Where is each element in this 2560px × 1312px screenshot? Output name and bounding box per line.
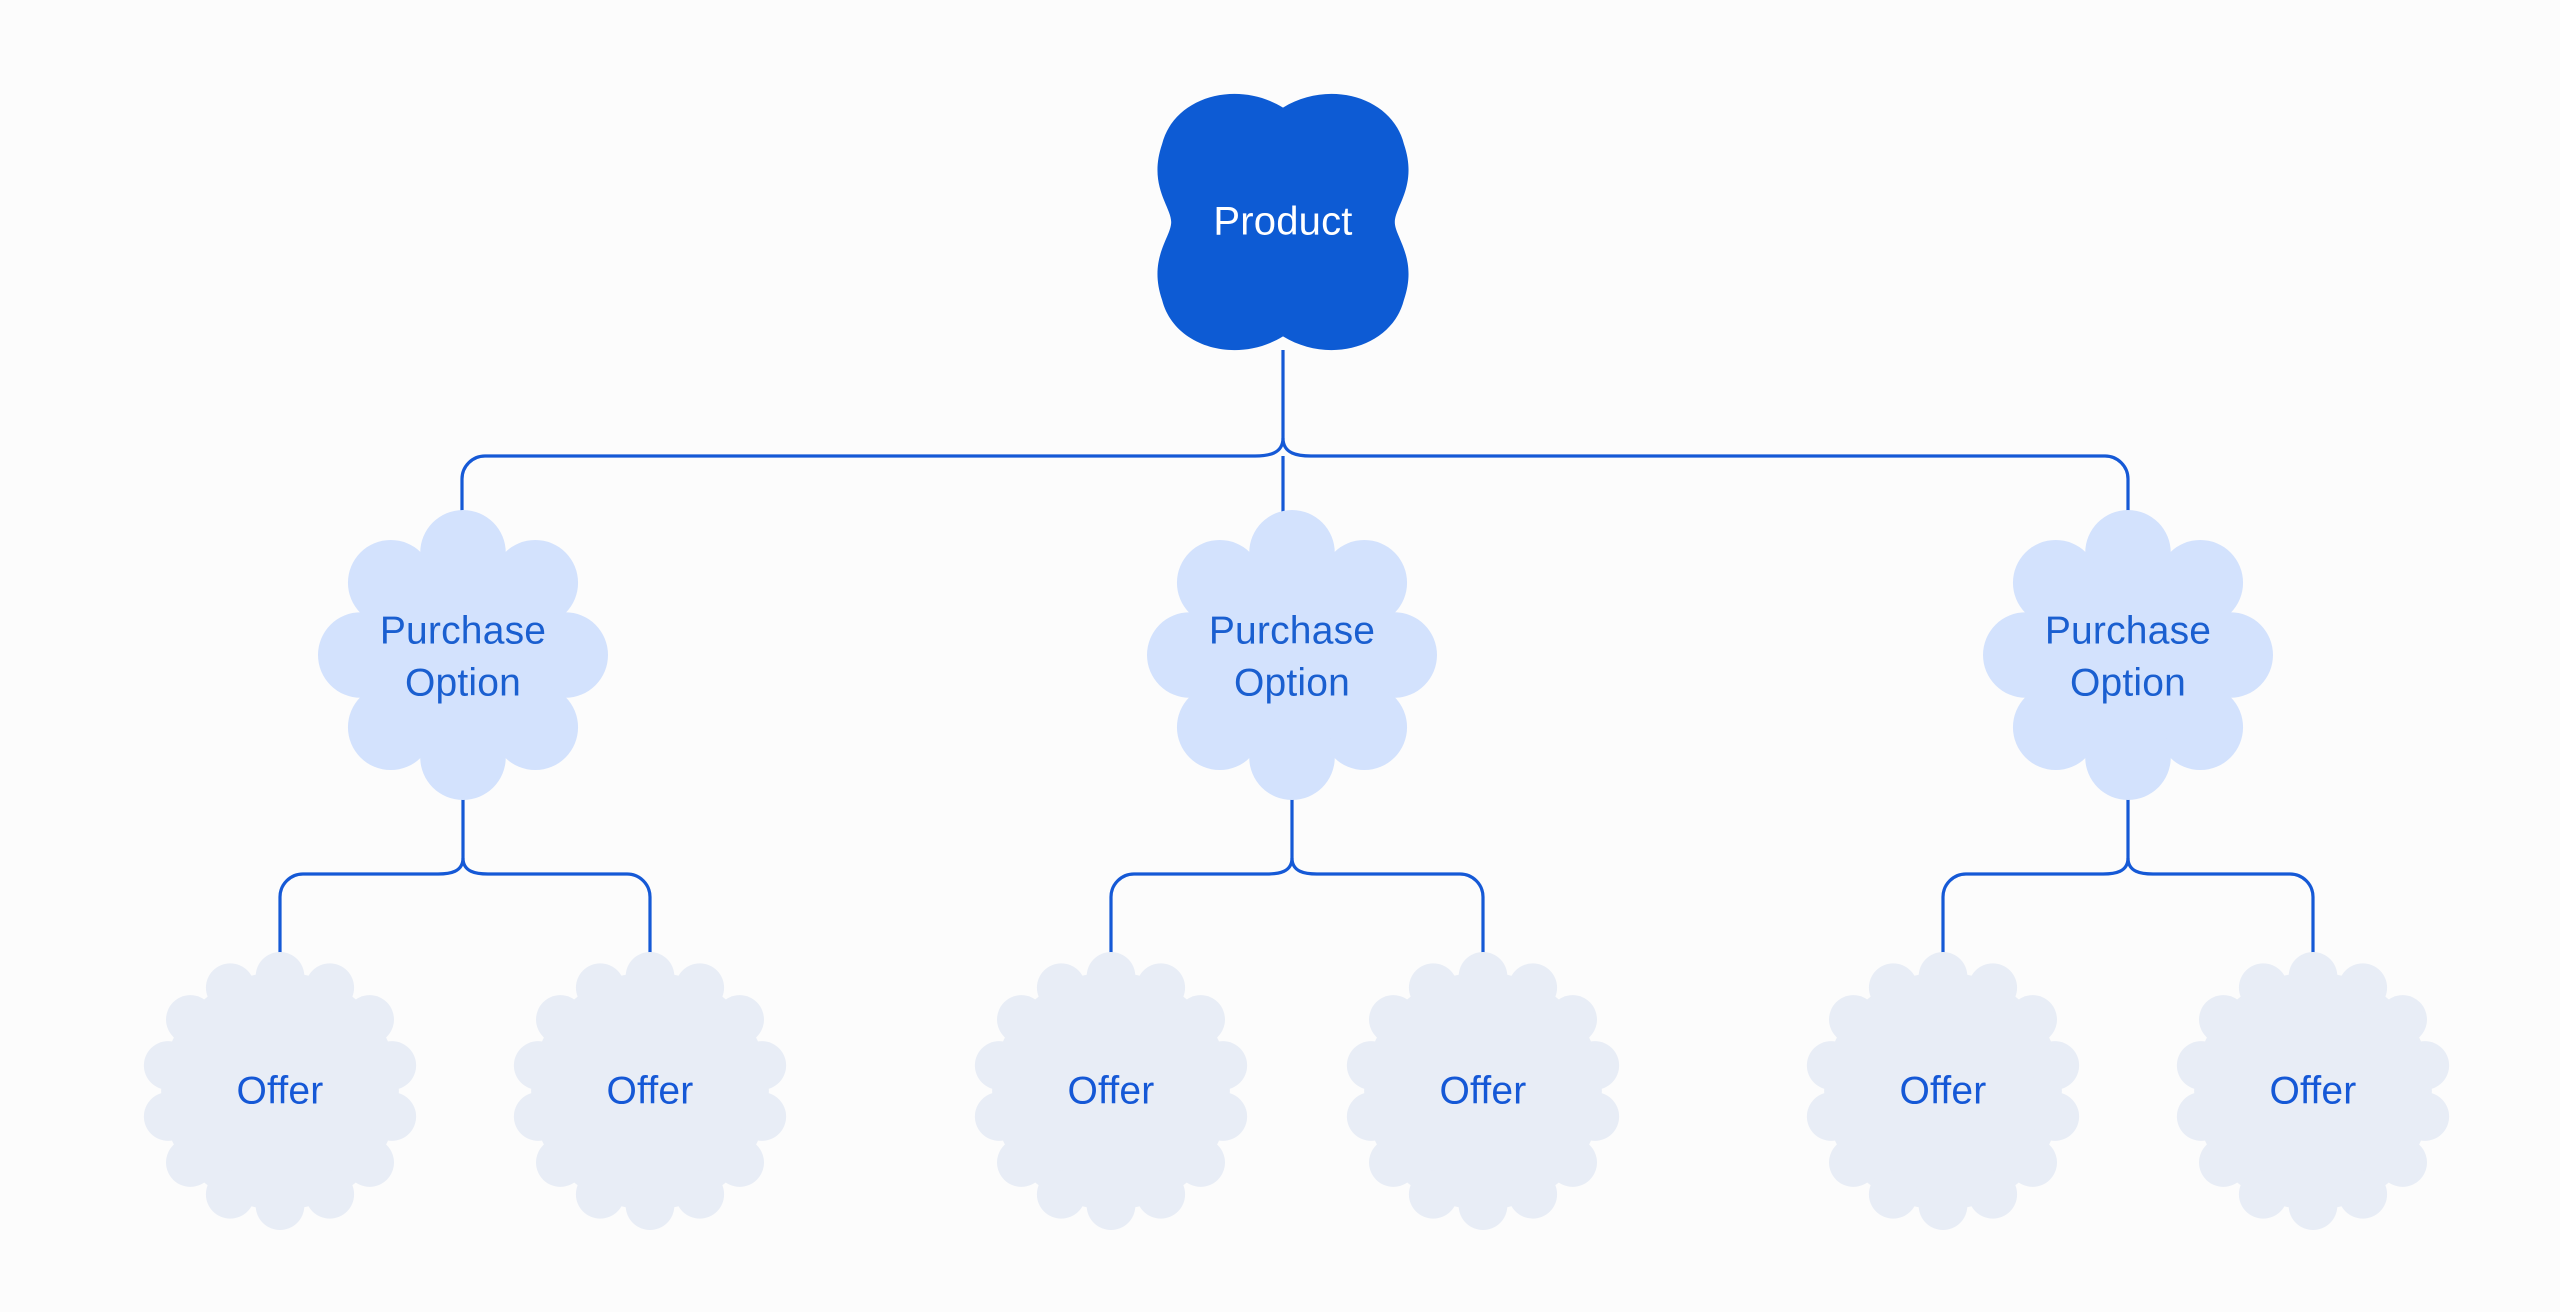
connector-option1-branch-right	[488, 872, 652, 958]
node-offer-3[interactable]: Offer	[974, 952, 1248, 1230]
connector-option2-branch-right	[1317, 872, 1485, 958]
product-node-label: Product	[1213, 200, 1352, 244]
node-product[interactable]: Product	[1157, 93, 1409, 351]
node-offer-1[interactable]: Offer	[143, 952, 417, 1230]
purchase-option-3-shape	[1983, 509, 2273, 801]
connector-bus-left	[460, 454, 1255, 516]
purchase-option-2-label-line1: Purchase	[1209, 609, 1375, 652]
offer-4-label: Offer	[1440, 1069, 1527, 1112]
offer-2-shape	[513, 952, 787, 1230]
connector-product-bus-junction-right	[1281, 437, 1312, 458]
node-offer-5[interactable]: Offer	[1806, 952, 2080, 1230]
connector-option3-branch-right	[2153, 872, 2315, 958]
offer-6-shape	[2176, 952, 2450, 1230]
node-purchase-option-2[interactable]: Purchase Option	[1147, 509, 1437, 801]
connector-option2-branch-left	[1109, 872, 1267, 958]
connector-option1-branch-left	[278, 872, 438, 958]
connector-product-bus-junction-left	[1254, 437, 1285, 458]
connector-group	[278, 350, 2315, 958]
offer-5-shape	[1806, 952, 2080, 1230]
connector-option3-junction-right	[2126, 857, 2154, 876]
connector-option3-junction-left	[2102, 857, 2130, 876]
purchase-option-2-label-line2: Option	[1234, 661, 1350, 704]
purchase-option-3-label-line1: Purchase	[2045, 609, 2211, 652]
connector-option1-junction-right	[461, 857, 489, 876]
node-purchase-option-1[interactable]: Purchase Option	[317, 509, 609, 801]
offer-4-shape	[1346, 952, 1620, 1230]
connector-option2-junction-right	[1290, 857, 1318, 876]
node-offer-6[interactable]: Offer	[2176, 952, 2450, 1230]
offer-1-label: Offer	[237, 1069, 324, 1112]
offer-5-label: Offer	[1900, 1069, 1987, 1112]
purchase-option-1-label-line2: Option	[405, 661, 521, 704]
connector-option2-junction-left	[1266, 857, 1294, 876]
connector-bus-right	[1311, 454, 2130, 516]
connector-option3-branch-left	[1941, 872, 2103, 958]
offer-2-label: Offer	[607, 1069, 694, 1112]
offer-3-label: Offer	[1068, 1069, 1155, 1112]
connector-option1-junction-left	[437, 857, 465, 876]
node-offer-4[interactable]: Offer	[1346, 952, 1620, 1230]
node-offer-2[interactable]: Offer	[513, 952, 787, 1230]
purchase-option-1-label-line1: Purchase	[380, 609, 546, 652]
offer-6-label: Offer	[2270, 1069, 2357, 1112]
offer-1-shape	[143, 952, 417, 1230]
offer-3-shape	[974, 952, 1248, 1230]
purchase-option-2-shape	[1147, 509, 1437, 801]
purchase-option-1-shape	[317, 509, 609, 801]
node-purchase-option-3[interactable]: Purchase Option	[1983, 509, 2273, 801]
purchase-option-3-label-line2: Option	[2070, 661, 2186, 704]
